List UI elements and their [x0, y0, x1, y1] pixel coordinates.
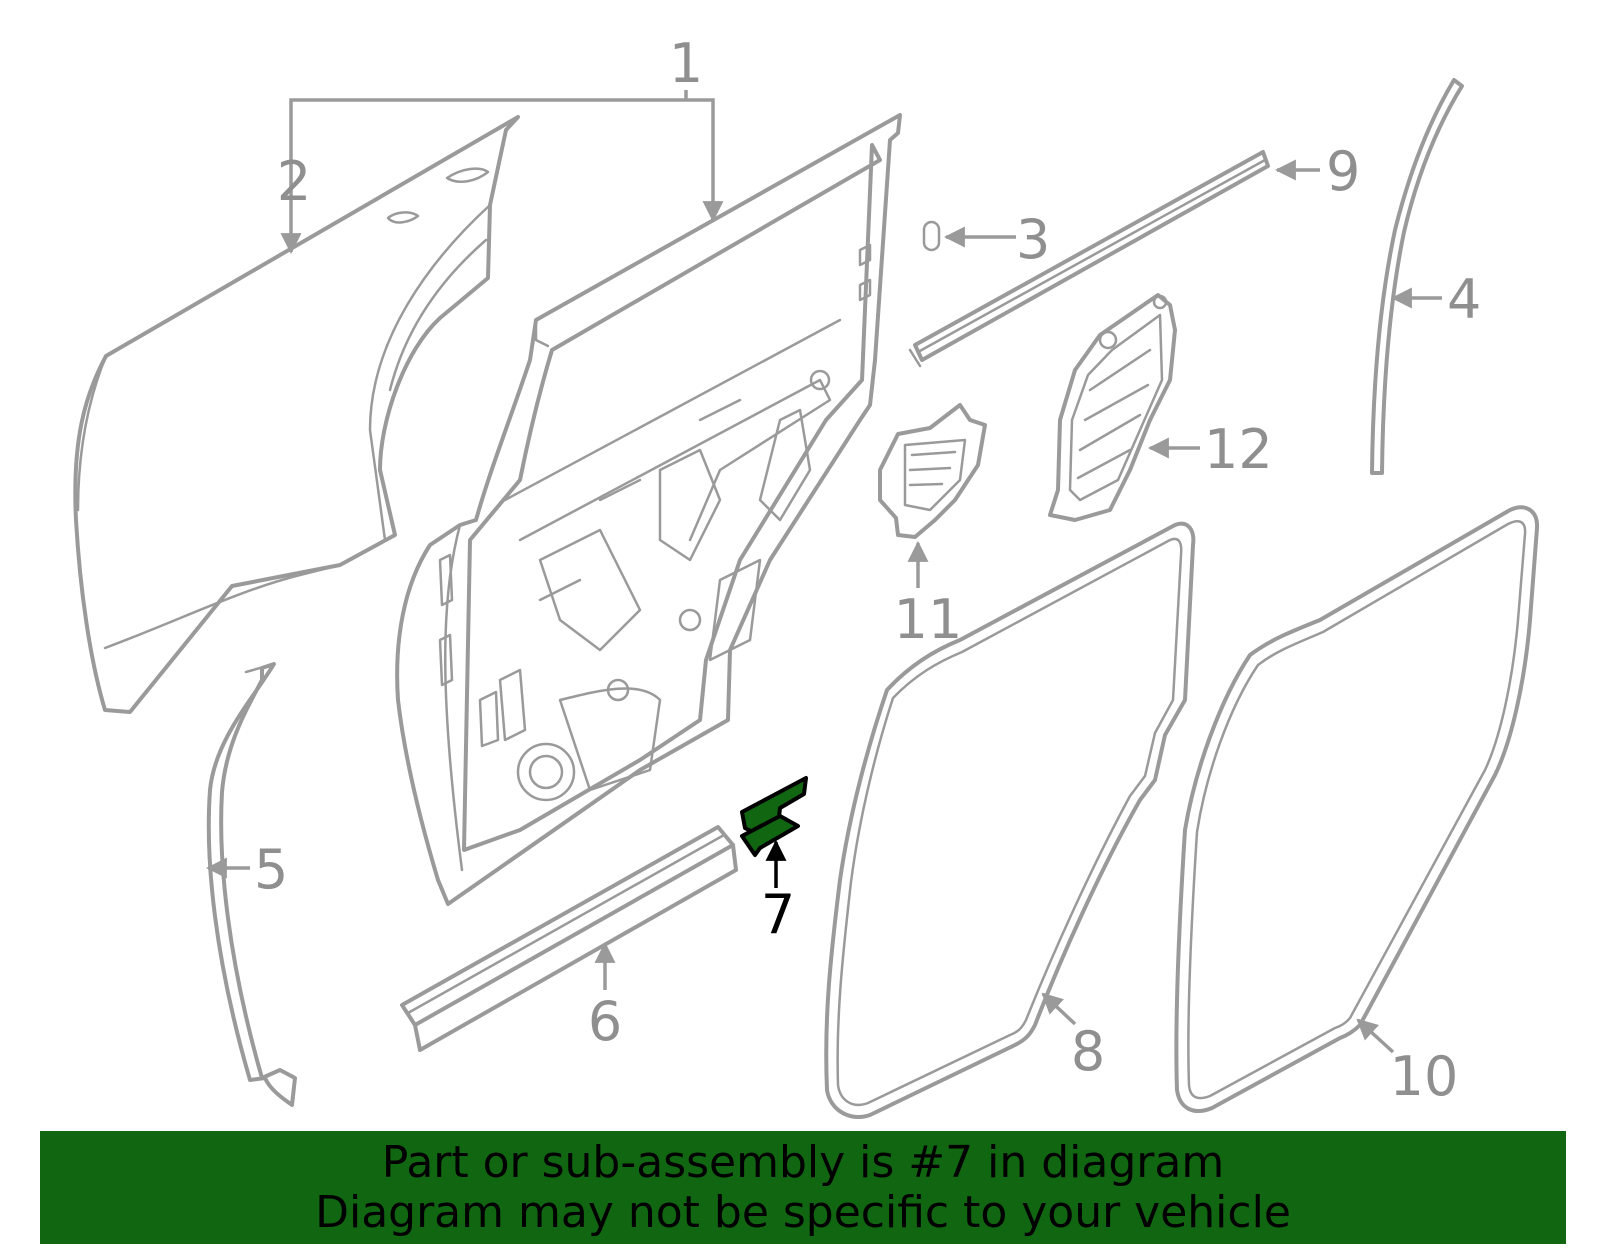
callout-1: 1	[669, 32, 703, 95]
callout-labels: 1 2 3 4 5 6 7 8 9 10 11 12	[254, 32, 1481, 1108]
part-9-belt-weatherstrip	[908, 150, 1270, 368]
callout-9: 9	[1326, 140, 1360, 203]
callout-11: 11	[894, 588, 963, 651]
part-10-body-weatherstrip	[1174, 505, 1540, 1113]
callout-4: 4	[1447, 268, 1481, 331]
part-7-highlighted-bracket	[740, 776, 808, 857]
callout-6: 6	[588, 990, 622, 1053]
callout-7: 7	[761, 883, 795, 946]
callout-8: 8	[1071, 1020, 1105, 1083]
part-1-door-shell	[395, 113, 902, 906]
leader-lines	[205, 90, 1442, 1054]
callout-12: 12	[1204, 418, 1273, 481]
callout-10: 10	[1390, 1045, 1459, 1108]
part-2-door-outer-panel	[73, 115, 520, 714]
part-8-door-weatherstrip	[824, 521, 1196, 1119]
callout-3: 3	[1016, 208, 1050, 271]
part-12-window-regulator	[1048, 293, 1177, 522]
part-3-clip	[922, 220, 941, 252]
part-5-check-strap	[206, 662, 297, 1107]
callout-5: 5	[254, 838, 288, 901]
info-banner: Part or sub-assembly is #7 in diagram Di…	[40, 1131, 1566, 1244]
part-4-channel-strip	[1370, 78, 1464, 475]
part-6-lower-sill-strip	[400, 825, 738, 1052]
banner-line-part: Part or sub-assembly is #7 in diagram	[381, 1136, 1225, 1188]
callout-2: 2	[277, 150, 311, 213]
part-11-handle-bracket	[878, 403, 987, 539]
banner-line-disclaimer: Diagram may not be specific to your vehi…	[315, 1186, 1291, 1238]
